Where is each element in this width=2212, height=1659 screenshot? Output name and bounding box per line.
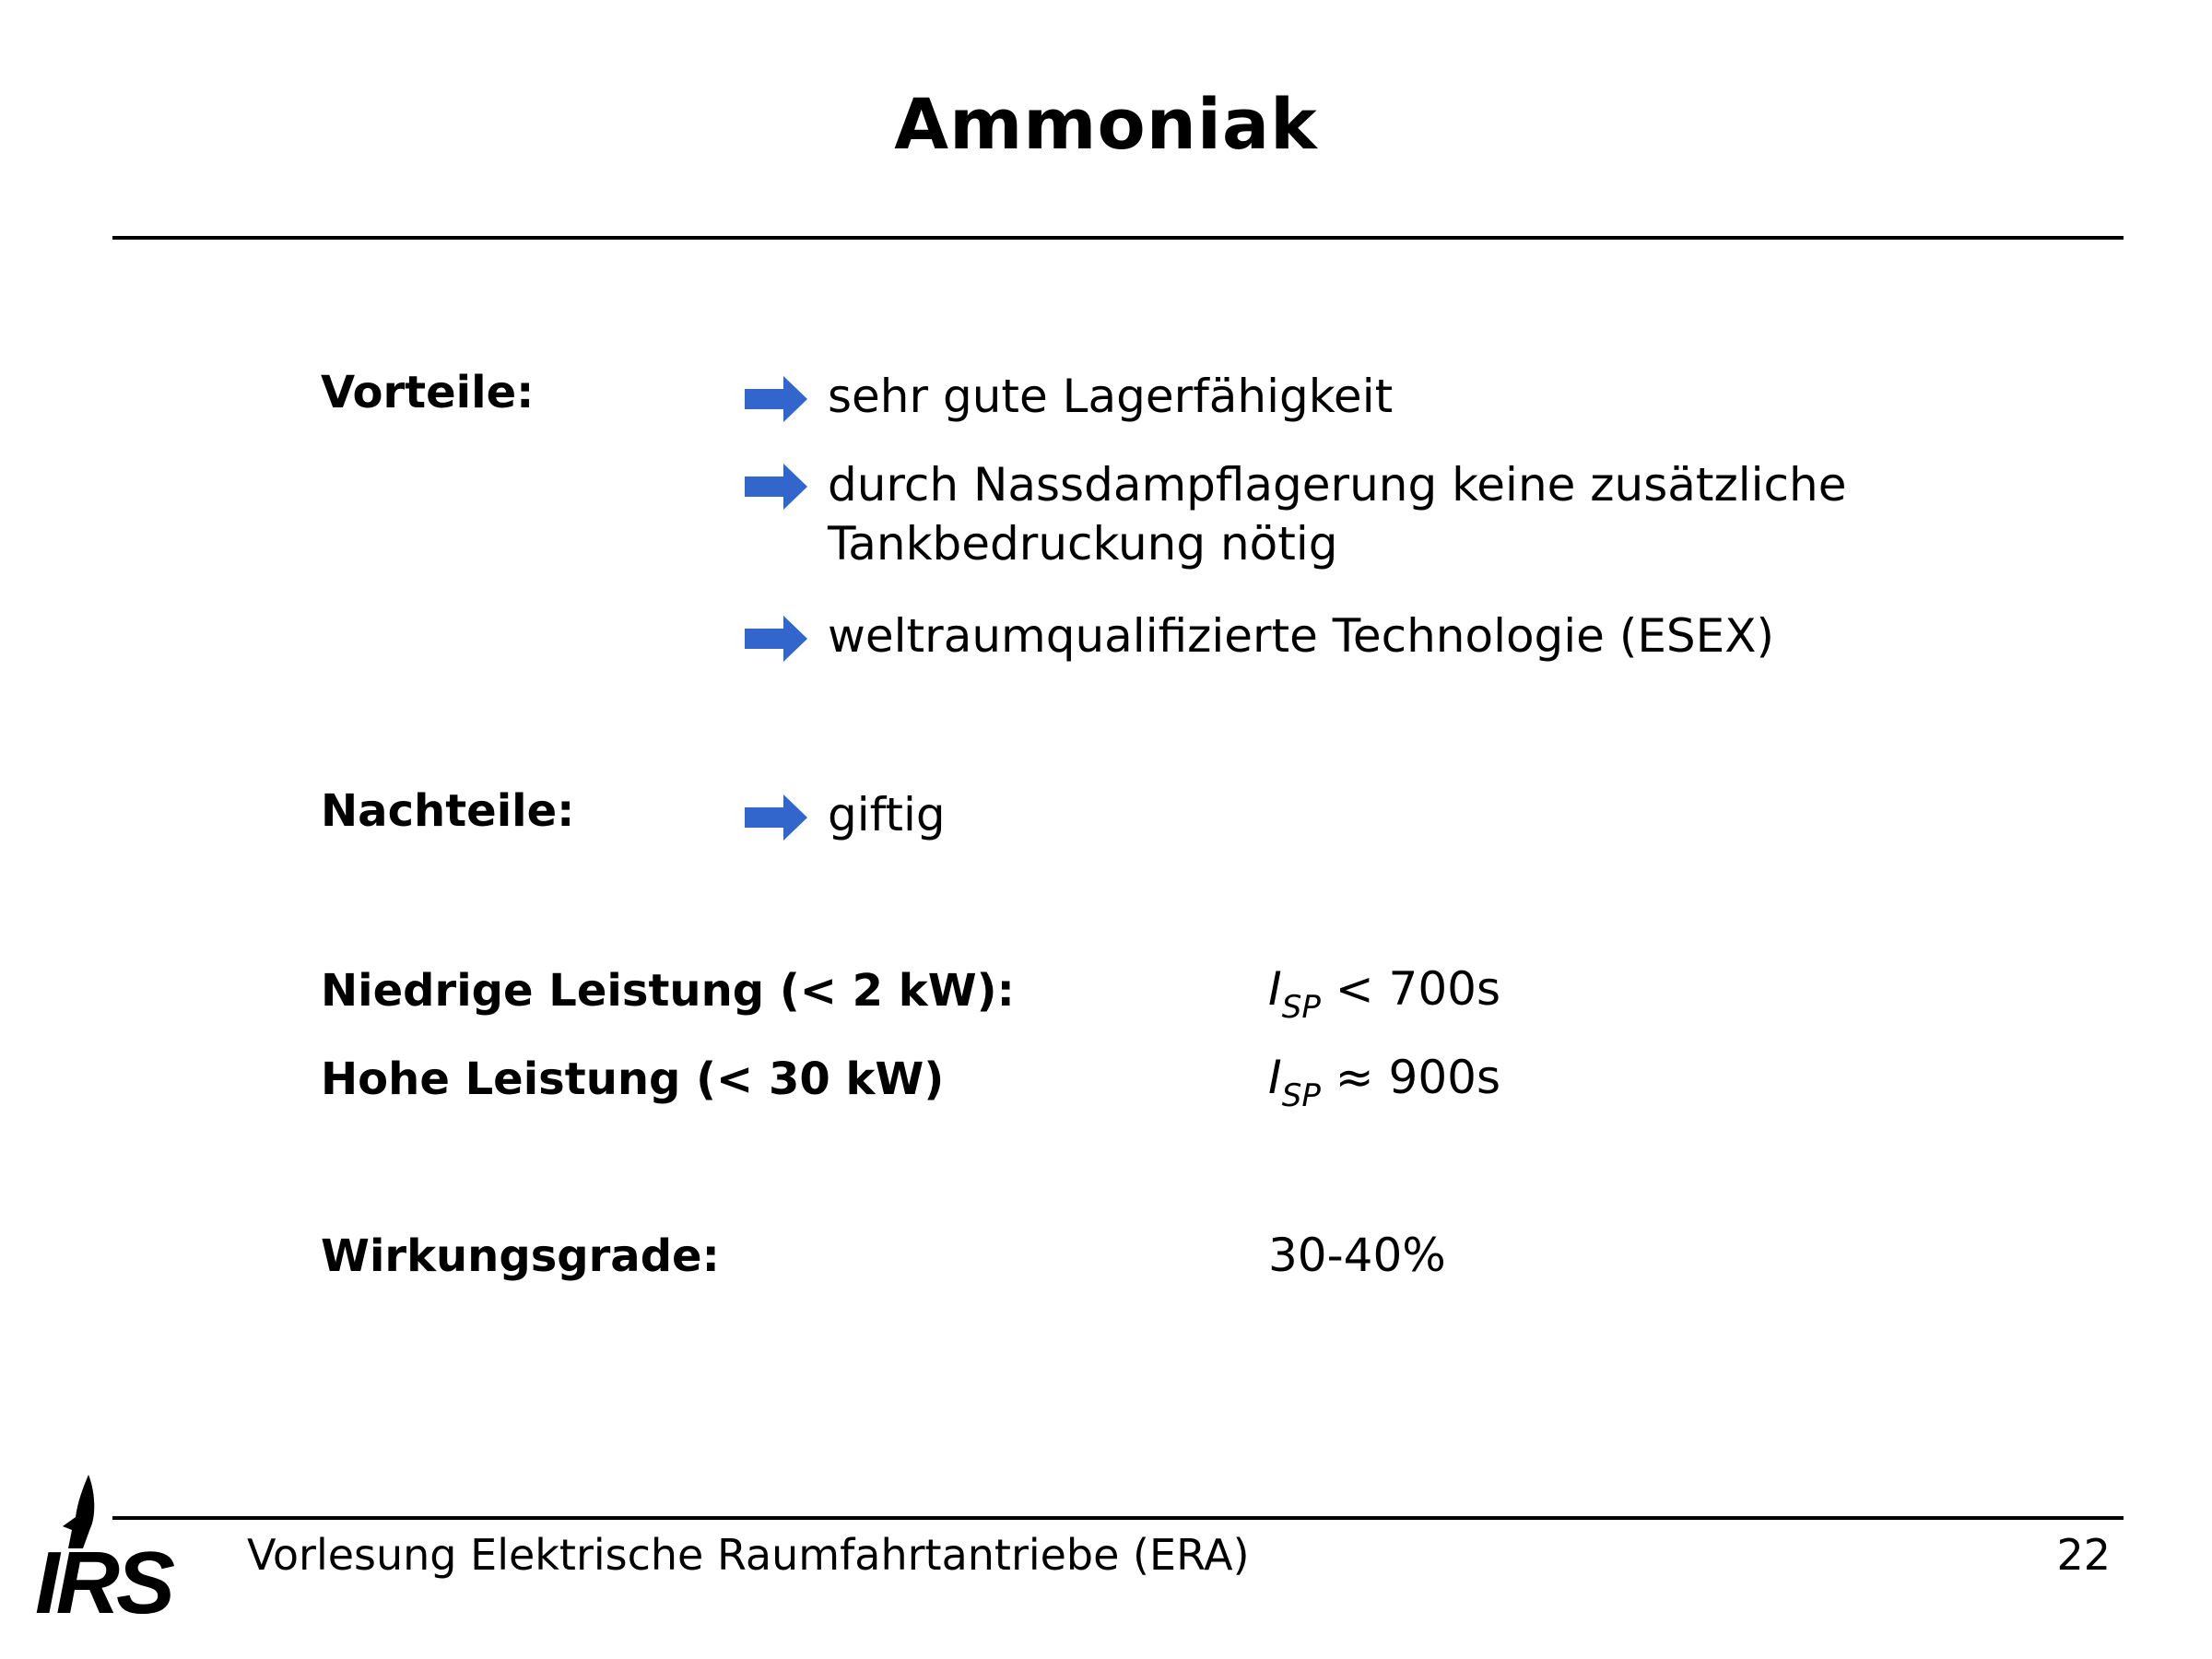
- footer-divider: [112, 1516, 2124, 1520]
- slide-title: Ammoniak: [894, 83, 1318, 165]
- right-arrow-icon: [745, 616, 807, 662]
- vorteile-label: Vorteile:: [321, 367, 535, 418]
- page-number: 22: [2056, 1530, 2111, 1580]
- title-divider: [112, 236, 2124, 240]
- vorteile-item-1: sehr gute Lagerfähigkeit: [828, 370, 1394, 423]
- isp-symbol: I: [1268, 962, 1282, 1016]
- efficiency-value: 30-40%: [1268, 1229, 1446, 1282]
- right-arrow-icon: [745, 376, 807, 422]
- isp-subscript: SP: [1281, 1077, 1321, 1114]
- isp-symbol: I: [1268, 1051, 1282, 1104]
- low-power-isp: ISP < 700s: [1268, 962, 1501, 1026]
- isp-value: < 700s: [1335, 962, 1501, 1016]
- vorteile-item-3: weltraumqualifizierte Technologie (ESEX): [828, 609, 1775, 663]
- efficiency-label: Wirkungsgrade:: [321, 1230, 720, 1282]
- low-power-label: Niedrige Leistung (< 2 kW):: [321, 965, 1015, 1017]
- nachteile-label: Nachteile:: [321, 785, 575, 837]
- high-power-isp: ISP ≈ 900s: [1268, 1051, 1501, 1114]
- logo-text: IRS: [35, 1534, 175, 1618]
- course-title: Vorlesung Elektrische Raumfahrtantriebe …: [247, 1530, 1250, 1580]
- isp-subscript: SP: [1281, 989, 1321, 1026]
- vorteile-item-2-line-2: Tankbedruckung nötig: [828, 517, 1338, 571]
- right-arrow-icon: [745, 464, 807, 510]
- high-power-label: Hohe Leistung (< 30 kW): [321, 1053, 945, 1105]
- vorteile-item-2-line-1: durch Nassdampflagerung keine zusätzlich…: [828, 458, 1847, 512]
- irs-rocket-logo: IRS: [35, 1475, 179, 1618]
- isp-value: ≈ 900s: [1335, 1051, 1501, 1104]
- nachteile-item-1: giftig: [828, 788, 946, 841]
- right-arrow-icon: [745, 794, 807, 841]
